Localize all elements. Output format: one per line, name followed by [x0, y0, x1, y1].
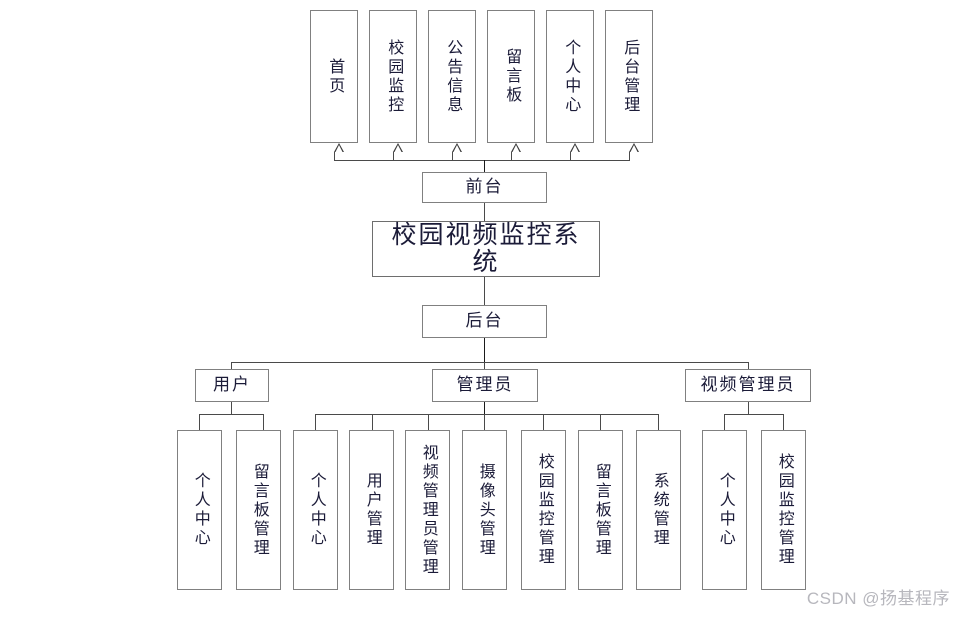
leaf-module-label: 校园监控管理 [535, 453, 553, 567]
leaf-module-box-video-admin[interactable]: 校园监控管理 [761, 430, 806, 590]
frontend-module-box[interactable]: 后台管理 [605, 10, 653, 143]
frontend-stem [484, 160, 485, 172]
frontend-riser [570, 152, 571, 161]
frontend-module-label: 校园监控 [385, 38, 403, 115]
leaf-module-box-admin[interactable]: 校园监控管理 [521, 430, 566, 590]
frontend-module-label: 个人中心 [562, 38, 580, 115]
leaf-module-label: 留言板管理 [250, 462, 268, 558]
video-admin-children-bus [724, 414, 783, 415]
leaf-module-box-video-admin[interactable]: 个人中心 [702, 430, 747, 590]
leaf-module-box-admin[interactable]: 个人中心 [293, 430, 338, 590]
leaf-module-box-user[interactable]: 个人中心 [177, 430, 222, 590]
role-label-video-admin: 视频管理员 [700, 375, 796, 395]
branch-box-frontend[interactable]: 前台 [422, 172, 547, 203]
leaf-module-box-admin[interactable]: 摄像头管理 [462, 430, 507, 590]
user-child-riser [263, 414, 264, 430]
frontend-arrow-icon [452, 143, 462, 153]
frontend-riser [629, 152, 630, 161]
roles-bus-line [231, 362, 748, 363]
role-box-user[interactable]: 用户 [195, 369, 269, 402]
role-riser-video-admin [748, 362, 749, 369]
admin-child-riser [428, 414, 429, 430]
leaf-module-box-admin[interactable]: 留言板管理 [578, 430, 623, 590]
user-children-bus [199, 414, 263, 415]
admin-child-riser [543, 414, 544, 430]
frontend-module-label: 首页 [326, 57, 344, 96]
frontend-arrow-icon [629, 143, 639, 153]
video-admin-stem [748, 402, 749, 414]
branch-label-frontend: 前台 [465, 177, 504, 197]
leaf-module-box-admin[interactable]: 系统管理 [636, 430, 681, 590]
frontend-riser [452, 152, 453, 161]
frontend-module-label: 后台管理 [621, 38, 639, 115]
leaf-module-label: 摄像头管理 [476, 462, 494, 558]
frontend-module-box[interactable]: 留言板 [487, 10, 535, 143]
user-stem [231, 402, 232, 414]
admin-child-riser [600, 414, 601, 430]
leaf-module-label: 视频管理员管理 [419, 443, 437, 577]
video-admin-child-riser [783, 414, 784, 430]
backend-stem [484, 338, 485, 362]
role-box-video-admin[interactable]: 视频管理员 [685, 369, 811, 402]
frontend-module-box[interactable]: 首页 [310, 10, 358, 143]
user-child-riser [199, 414, 200, 430]
leaf-module-box-user[interactable]: 留言板管理 [236, 430, 281, 590]
video-admin-child-riser [724, 414, 725, 430]
role-riser-user [231, 362, 232, 369]
frontend-riser [334, 152, 335, 161]
role-label-admin: 管理员 [456, 375, 514, 395]
root-to-backend-connector [484, 277, 485, 305]
branch-label-backend: 后台 [465, 311, 504, 331]
admin-children-bus [315, 414, 658, 415]
frontend-module-label: 公告信息 [444, 38, 462, 115]
admin-child-riser [484, 414, 485, 430]
leaf-module-label: 系统管理 [650, 472, 668, 548]
frontend-module-box[interactable]: 校园监控 [369, 10, 417, 143]
frontend-riser [393, 152, 394, 161]
branch-box-backend[interactable]: 后台 [422, 305, 547, 338]
frontend-riser [511, 152, 512, 161]
leaf-module-label: 个人中心 [191, 472, 209, 548]
frontend-arrow-icon [570, 143, 580, 153]
frontend-bus-line [334, 160, 629, 161]
frontend-module-box[interactable]: 公告信息 [428, 10, 476, 143]
admin-child-riser [658, 414, 659, 430]
admin-child-riser [315, 414, 316, 430]
frontend-to-root-connector [484, 203, 485, 221]
frontend-arrow-icon [334, 143, 344, 153]
root-system-label: 校园视频监控系统 [391, 221, 581, 277]
admin-child-riser [372, 414, 373, 430]
frontend-arrow-icon [393, 143, 403, 153]
frontend-module-box[interactable]: 个人中心 [546, 10, 594, 143]
leaf-module-label: 用户管理 [363, 472, 381, 548]
role-box-admin[interactable]: 管理员 [432, 369, 538, 402]
watermark-text: CSDN @扬基程序 [806, 589, 950, 608]
leaf-module-label: 校园监控管理 [775, 453, 793, 567]
leaf-module-label: 个人中心 [716, 472, 734, 548]
frontend-arrow-icon [511, 143, 521, 153]
admin-stem [484, 402, 485, 414]
frontend-module-label: 留言板 [503, 48, 521, 105]
role-riser-admin [484, 362, 485, 369]
leaf-module-label: 留言板管理 [592, 462, 610, 558]
leaf-module-box-admin[interactable]: 用户管理 [349, 430, 394, 590]
role-label-user: 用户 [213, 375, 251, 395]
leaf-module-label: 个人中心 [307, 472, 325, 548]
root-system-box[interactable]: 校园视频监控系统 [372, 221, 600, 277]
leaf-module-box-admin[interactable]: 视频管理员管理 [405, 430, 450, 590]
